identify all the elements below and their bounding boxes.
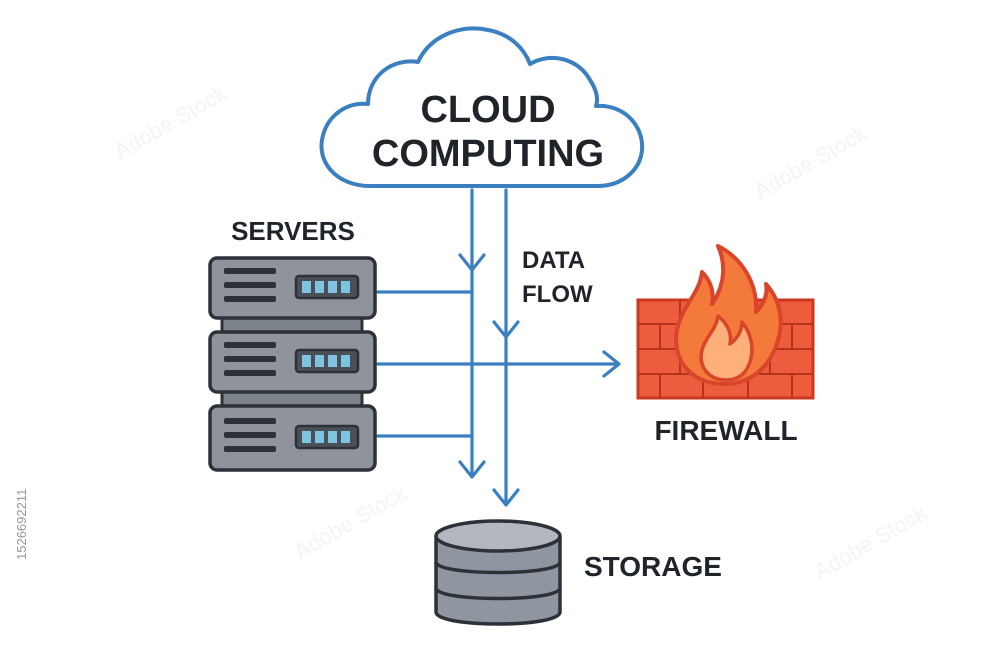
firewall-label: FIREWALL bbox=[654, 415, 797, 446]
server-rack-icon bbox=[208, 256, 377, 472]
arrow-head bbox=[492, 488, 520, 507]
data-flow-label-line1: DATA bbox=[522, 247, 585, 274]
database-icon bbox=[434, 519, 562, 626]
watermark-text: Adobe Stock bbox=[750, 120, 871, 205]
servers-label: SERVERS bbox=[231, 216, 355, 246]
arrow-head bbox=[458, 253, 486, 272]
server-unit bbox=[208, 330, 377, 394]
data-flow-label-line2: FLOW bbox=[522, 281, 593, 308]
arrow-head bbox=[492, 320, 520, 339]
server-unit bbox=[208, 404, 377, 472]
cloud-title-line1: CLOUD bbox=[420, 89, 555, 131]
storage-label: STORAGE bbox=[584, 551, 722, 582]
arrow-head bbox=[602, 350, 621, 378]
cloud-icon bbox=[319, 26, 645, 188]
arrow-head bbox=[458, 460, 486, 479]
flow-lines bbox=[376, 188, 621, 507]
stock-id: 1526692211 bbox=[14, 489, 29, 560]
watermark-text: Adobe Stock bbox=[290, 480, 411, 565]
cloud-title-line2: COMPUTING bbox=[372, 133, 604, 175]
watermark-text: Adobe Stock bbox=[110, 80, 231, 165]
firewall-icon bbox=[636, 244, 815, 400]
server-unit bbox=[208, 256, 377, 320]
flame-icon bbox=[674, 244, 783, 386]
watermark-text: Adobe Stock bbox=[810, 500, 931, 585]
